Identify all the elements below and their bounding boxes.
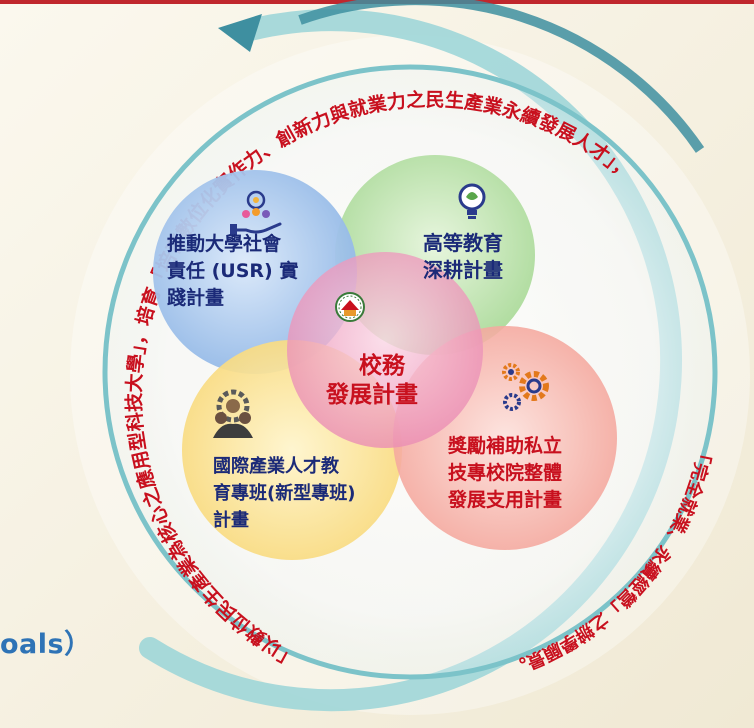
hand-holding-people-icon [230, 190, 282, 236]
circle-center-plan [287, 252, 483, 448]
center-label: 校務 發展計畫 [325, 352, 418, 408]
usr-label-line-2: 責任 (USR) 實 [167, 259, 298, 282]
higher-ed-label-line-1: 高等教育 [423, 231, 503, 255]
talent-label-line-2: 育專班(新型專班) [213, 482, 355, 504]
center-label-line-1: 校務 [359, 352, 406, 379]
higher-ed-label-line-2: 深耕計畫 [423, 258, 503, 282]
usr-label-line-3: 踐計畫 [167, 286, 224, 309]
center-label-line-2: 發展計畫 [325, 381, 418, 408]
private-label-line-1: 獎勵補助私立 [447, 434, 562, 457]
usr-label: 推動大學社會 責任 (USR) 實 踐計畫 [167, 232, 298, 309]
higher-ed-label: 高等教育 深耕計畫 [423, 231, 503, 282]
venn-circles [153, 155, 617, 560]
private-label-line-3: 發展支用計畫 [447, 488, 562, 511]
outer-ring-accent [298, 0, 705, 153]
talent-program-label: 國際產業人才教 育專班(新型專班) 計畫 [213, 455, 355, 531]
gears-icon [502, 363, 549, 411]
ring-arrow-icon [218, 14, 262, 52]
team-gear-icon [213, 389, 253, 438]
usr-label-line-1: 推動大學社會 [167, 232, 282, 255]
lightbulb-icon [458, 183, 486, 219]
school-seal-icon [335, 292, 365, 322]
private-label-line-2: 技專校院整體 [448, 461, 562, 484]
talent-label-line-3: 計畫 [213, 509, 249, 531]
talent-label-line-1: 國際產業人才教 [213, 455, 340, 477]
goals-side-label: oals） [0, 629, 92, 660]
private-subsidy-label: 獎勵補助私立 技專校院整體 發展支用計畫 [447, 434, 562, 511]
